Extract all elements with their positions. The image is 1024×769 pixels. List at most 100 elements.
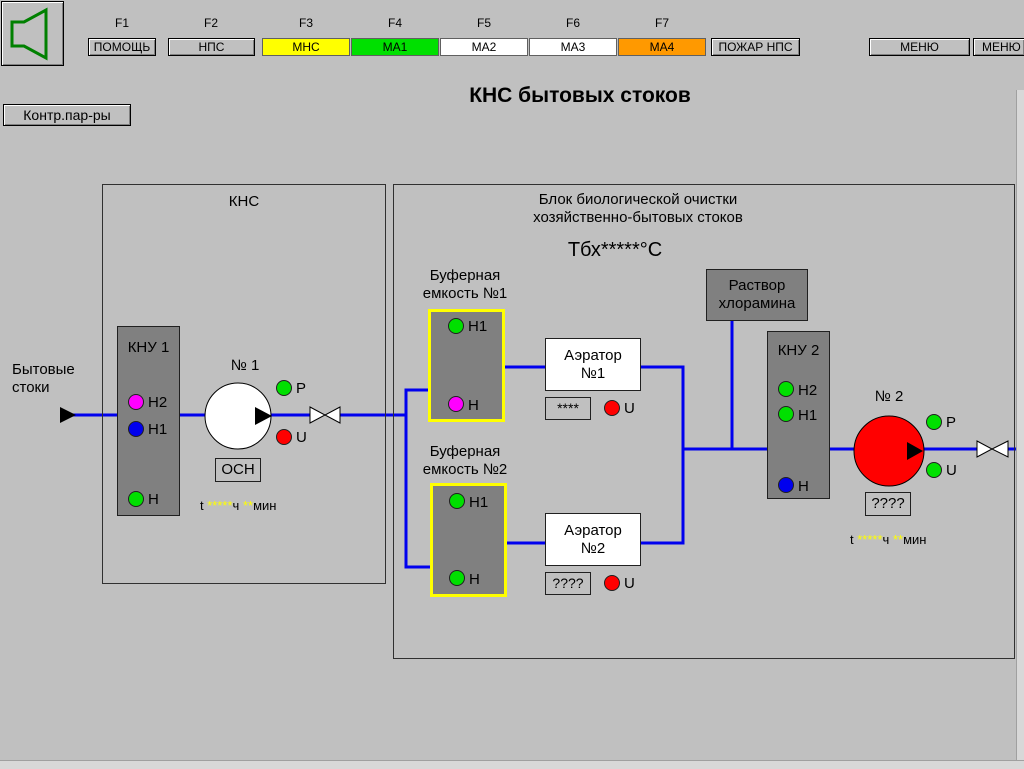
ma2-button[interactable]: МА2 [440,38,528,56]
vertical-scrollbar[interactable] [1016,90,1024,760]
pump2-u-label: U [946,462,957,479]
aerator2-box[interactable]: Аэратор №2 [545,513,641,566]
pump2-icon[interactable] [852,414,926,488]
buffer1-h-indicator [448,396,464,412]
pump1-u-label: U [296,429,307,446]
buffer1-h1-label: Н1 [468,318,488,335]
kny2-block[interactable] [767,331,830,499]
mns-button[interactable]: МНС [262,38,350,56]
kny2-h2-label: Н2 [798,382,818,399]
buffer2-tank[interactable] [430,483,507,597]
sound-toggle-button[interactable] [1,1,64,66]
buffer2-title-line1: Буферная [429,443,501,460]
menu-button-1[interactable]: МЕНЮ [869,38,970,56]
chloramine-label-line1: Раствор [728,277,786,294]
kny2-h1-indicator [778,406,794,422]
runtime2-t: t [850,532,854,547]
pump2-mode: ???? [865,492,911,516]
buffer2-h-indicator [449,570,465,586]
pump1-p-label: Р [296,380,307,397]
runtime-mins: ** [242,498,254,513]
kny2-h-indicator [778,477,794,493]
kny1-title: КНУ 1 [127,339,170,356]
runtime2-hours: ***** [857,532,883,547]
kny2-h-label: Н [798,478,809,495]
pump1-p-indicator [276,380,292,396]
kny1-h1-label: Н1 [148,421,168,438]
fkey-f7: F7 [654,16,669,30]
inlet-label-line2: стоки [12,379,50,396]
buffer1-title-line2: емкость №1 [422,285,508,302]
ma3-button[interactable]: МА3 [529,38,617,56]
kny2-h1-label: Н1 [798,407,818,424]
buffer1-h1-indicator [448,318,464,334]
pump2-runtime: t *****ч **мин [850,532,926,547]
page-title: КНС бытовых стоков [469,84,691,107]
aerator1-label-line1: Аэратор [564,347,622,364]
aerator1-u-indicator [604,400,620,416]
buffer2-h1-label: Н1 [469,494,489,511]
pump1-runtime: t *****ч **мин [200,498,276,513]
buffer2-h-label: Н [469,571,480,588]
aerator2-u-label: U [624,575,635,592]
aerator2-label-line2: №2 [580,540,606,557]
pump2-u-indicator [926,462,942,478]
kny1-h2-label: Н2 [148,394,168,411]
kny1-h-indicator [128,491,144,507]
fkey-f3: F3 [298,16,313,30]
bio-panel-title-line2: хозяйственно-бытовых стоков [533,209,743,226]
ma1-button[interactable]: МА1 [351,38,439,56]
buffer1-h-label: Н [468,397,479,414]
pump1-u-indicator [276,429,292,445]
runtime2-mins: ** [892,532,904,547]
aerator2-u-indicator [604,575,620,591]
pump1-icon[interactable] [203,381,273,451]
kns-panel [102,184,386,584]
runtime-hours: ***** [207,498,233,513]
fkey-f6: F6 [565,16,580,30]
inlet-arrow-icon [60,407,76,423]
ma4-button[interactable]: МА4 [618,38,706,56]
fire-nps-button[interactable]: ПОЖАР НПС [711,38,800,56]
buffer2-h1-indicator [449,493,465,509]
buffer1-tank[interactable] [428,309,505,422]
buffer2-title-line2: емкость №2 [422,461,508,478]
valve-icon-2 [976,440,1009,458]
kny1-h2-indicator [128,394,144,410]
chloramine-label-line2: хлорамина [718,295,796,312]
pump1-mode: ОСН [215,458,261,482]
kny1-block[interactable] [117,326,180,516]
aerator2-label-line1: Аэратор [564,522,622,539]
horizontal-scrollbar[interactable] [0,760,1024,769]
runtime-h-unit: ч [232,498,240,513]
aerator1-value: **** [545,397,591,420]
kns-panel-title: КНС [228,193,260,210]
buffer1-title-line1: Буферная [429,267,501,284]
fkey-f5: F5 [476,16,491,30]
pump2-p-indicator [926,414,942,430]
help-button[interactable]: ПОМОЩЬ [88,38,156,56]
pump1-number: № 1 [230,357,260,374]
bio-panel [393,184,1015,659]
chloramine-tank[interactable]: Раствор хлорамина [706,269,808,321]
bio-panel-title-line1: Блок биологической очистки [538,191,738,208]
aerator1-box[interactable]: Аэратор №1 [545,338,641,391]
aerator1-label-line2: №1 [580,365,606,382]
kny2-h2-indicator [778,381,794,397]
pump2-number: № 2 [874,388,904,405]
speaker-icon [10,7,48,61]
aerator2-value: ???? [545,572,591,595]
inlet-label-line1: Бытовые [12,361,75,378]
kny2-title: КНУ 2 [777,342,820,359]
nps-button[interactable]: НПС [168,38,255,56]
control-params-button[interactable]: Контр.пар-ры [3,104,131,126]
inlet-temperature: Тбх*****°С [567,239,663,261]
valve-icon-1 [309,406,341,424]
runtime2-m-unit: мин [903,532,927,547]
menu-button-2[interactable]: МЕНЮ [973,38,1024,56]
runtime-t: t [200,498,204,513]
fkey-f1: F1 [114,16,129,30]
kny1-h1-indicator [128,421,144,437]
aerator1-u-label: U [624,400,635,417]
